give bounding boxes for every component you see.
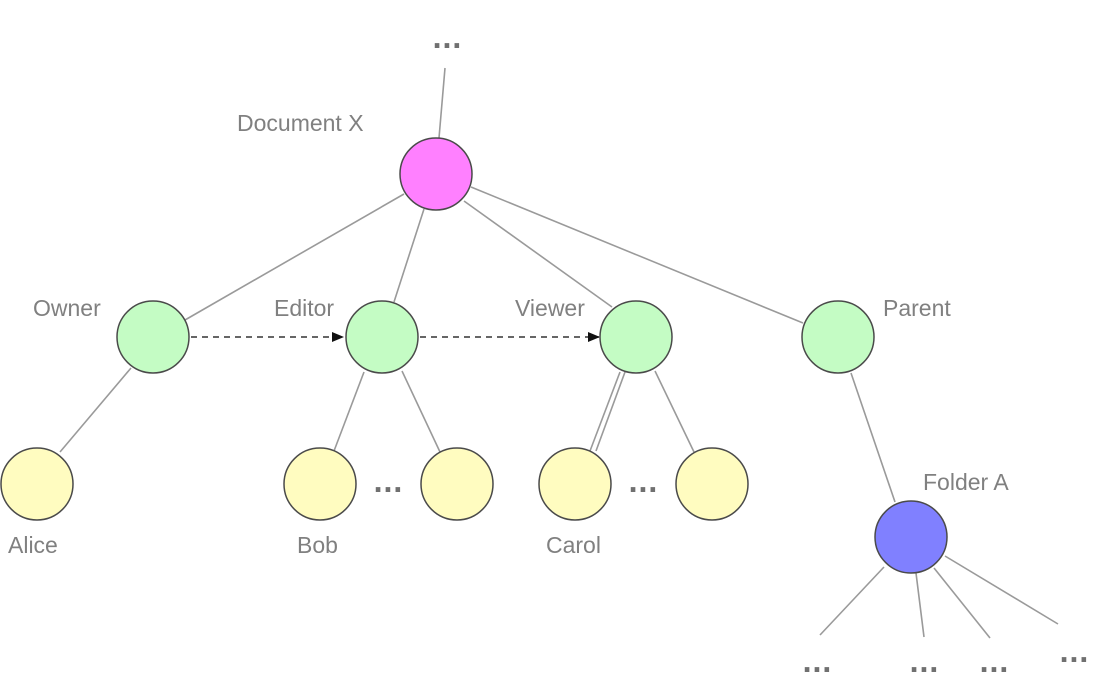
edge-viewer-to-carol-double: [595, 371, 626, 452]
ellipsis-top: ...: [432, 25, 462, 55]
edge-document-x-to-owner: [184, 193, 405, 321]
edge-folder-a-to-child-4: [944, 555, 1059, 625]
edges: [59, 67, 1059, 639]
ellipsis-viewer-users: ...: [628, 469, 658, 499]
label-parent: Parent: [883, 295, 951, 321]
edge-folder-a-to-child-3: [933, 567, 991, 639]
node-folder-a: [874, 500, 948, 574]
node-document-x: [399, 137, 473, 211]
node-owner: [116, 300, 190, 374]
edge-document-x-to-editor: [393, 208, 425, 303]
ellipsis-folder-child-3: ...: [979, 649, 1009, 679]
node-viewer-user: [675, 447, 749, 521]
ellipses: ... ... ... ... ... ... ...: [373, 25, 1089, 679]
edge-top-ellipsis-to-document-x: [438, 67, 446, 139]
edge-owner-to-alice: [59, 367, 132, 453]
edge-editor-to-bob: [333, 371, 365, 452]
edge-editor-to-user: [401, 370, 441, 453]
edge-viewer-to-user: [654, 370, 695, 453]
label-bob: Bob: [297, 532, 338, 558]
label-editor: Editor: [274, 295, 334, 321]
label-carol: Carol: [546, 532, 601, 558]
nodes: [0, 137, 948, 574]
edge-folder-a-to-child-1: [819, 566, 885, 636]
node-viewer: [599, 300, 673, 374]
ellipsis-folder-child-1: ...: [802, 649, 832, 679]
ellipsis-folder-child-4: ...: [1059, 639, 1089, 669]
label-viewer: Viewer: [515, 295, 585, 321]
ellipsis-editor-users: ...: [373, 469, 403, 499]
edge-folder-a-to-child-2: [915, 572, 925, 638]
node-editor-user: [420, 447, 494, 521]
label-document-x: Document X: [237, 110, 364, 136]
label-alice: Alice: [8, 532, 58, 558]
node-carol: [538, 447, 612, 521]
node-editor: [345, 300, 419, 374]
edge-parent-to-folder-a: [850, 372, 896, 503]
label-owner: Owner: [33, 295, 101, 321]
edge-viewer-to-carol: [589, 371, 621, 452]
node-alice: [0, 447, 74, 521]
label-folder-a: Folder A: [923, 469, 1009, 495]
ellipsis-folder-child-2: ...: [909, 649, 939, 679]
node-bob: [283, 447, 357, 521]
edge-document-x-to-viewer: [463, 200, 613, 308]
labels: Document X Owner Editor Viewer Parent Al…: [8, 110, 1009, 558]
node-parent: [801, 300, 875, 374]
edge-document-x-to-parent: [470, 186, 804, 324]
